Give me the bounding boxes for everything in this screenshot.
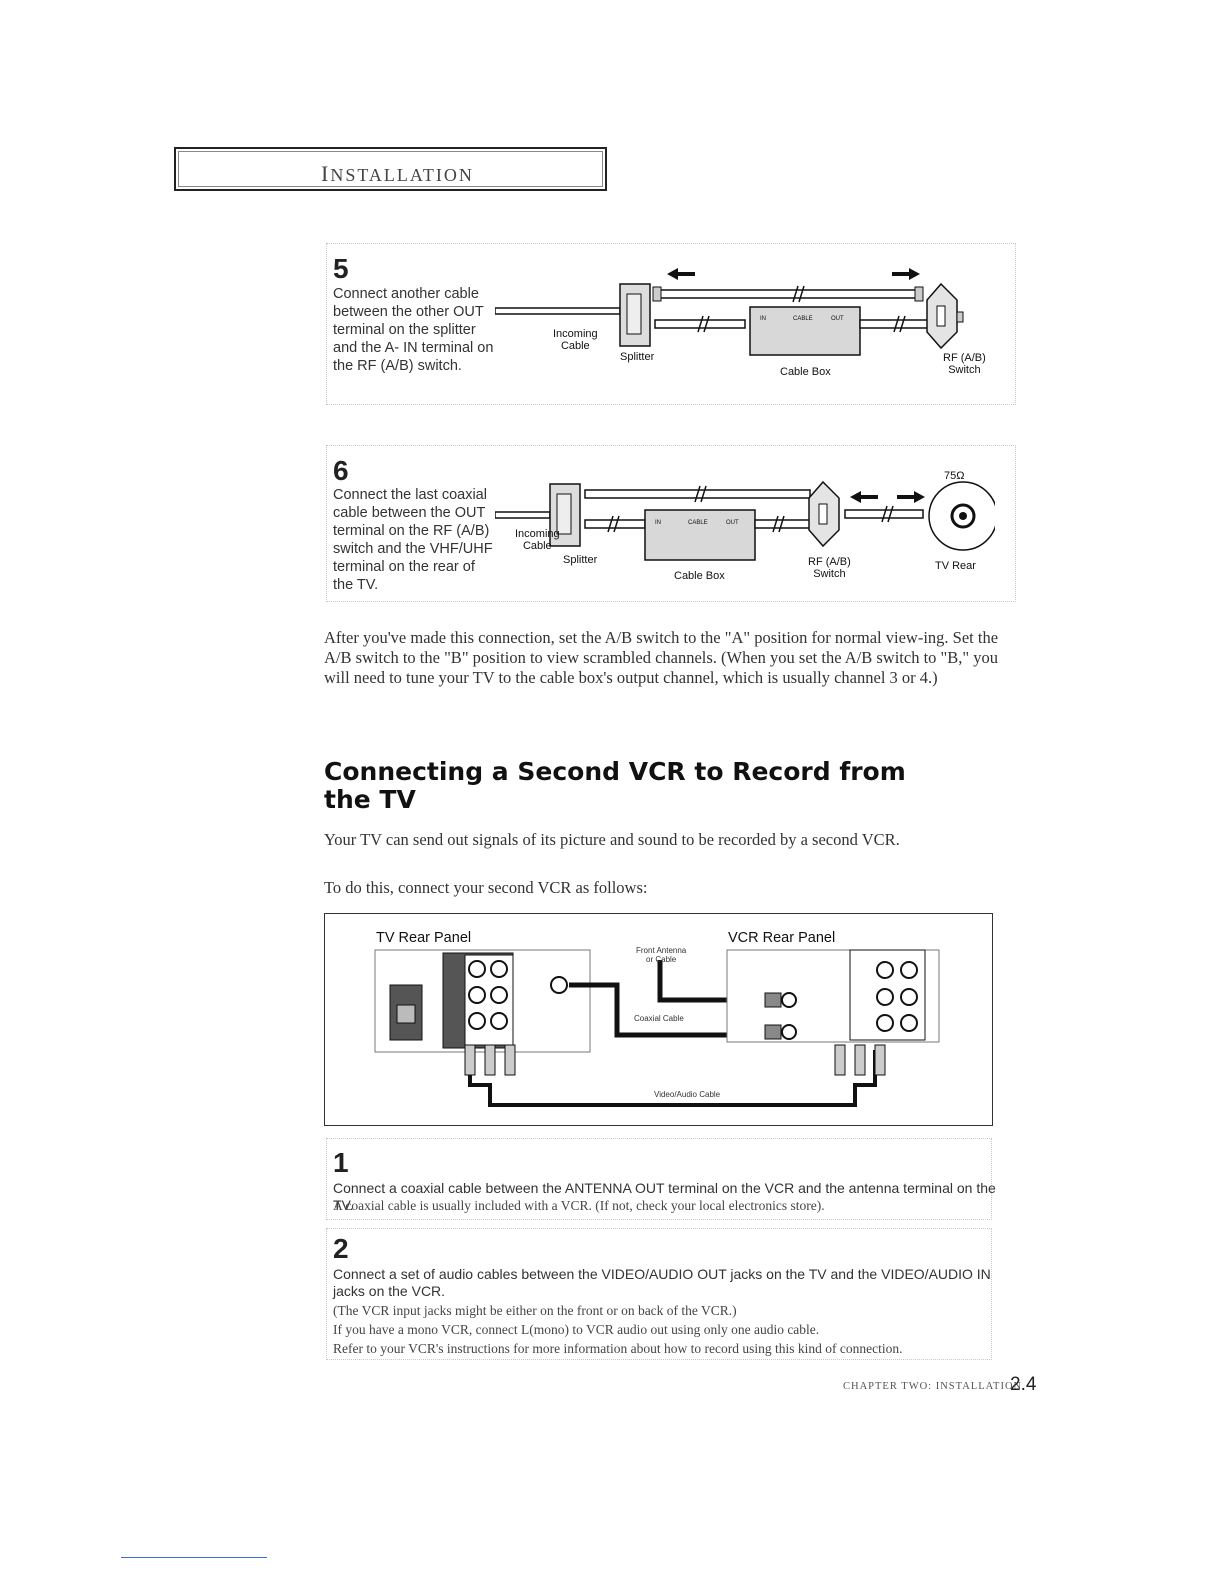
coaxial-cable-path (569, 982, 765, 1038)
step6-incoming-cable (495, 511, 551, 519)
coaxial-cable-label: Coaxial Cable (634, 1014, 684, 1023)
intro-paragraph-1: Your TV can send out signals of its pict… (324, 830, 900, 849)
step5-cable-box (749, 306, 861, 356)
step5-incoming-cable (495, 307, 621, 315)
bottom-step2-main: Connect a set of audio cables between th… (333, 1266, 991, 1299)
step6-panel (326, 445, 1016, 602)
step6-label-cable-box: Cable Box (674, 570, 725, 582)
bottom-step2-note-1: (The VCR input jacks might be either on … (333, 1303, 737, 1318)
step5-right-arrow-icon (892, 268, 920, 280)
vcr-rear-panel-label: VCR Rear Panel (728, 930, 836, 946)
svg-text:IN: IN (760, 316, 766, 322)
svg-text:CABLE: CABLE (793, 316, 813, 322)
step6-diagram: IN CABLE OUT (495, 480, 995, 561)
svg-text:IN: IN (655, 520, 661, 526)
intro-paragraph-2: To do this, connect your second VCR as f… (324, 878, 648, 897)
step5-left-arrow-icon (667, 268, 695, 280)
after-connection-paragraph: After you've made this connection, set t… (324, 628, 999, 687)
vcr-connection-diagram (374, 949, 940, 1107)
vcr-antenna-out-terminal (781, 1024, 797, 1040)
svg-text:CABLE: CABLE (688, 520, 708, 526)
video-audio-cable-label: Video/Audio Cable (654, 1090, 721, 1099)
step6-label-tv-rear: TV Rear (935, 560, 976, 572)
vcr-antenna-in-terminal (781, 992, 797, 1008)
step5-diagram: IN CABLE OUT (495, 268, 964, 356)
step6-right-arrow-icon (897, 491, 925, 503)
bottom-step1-note-1: A coaxial cable is usually included with… (333, 1198, 825, 1213)
header-inner-frame (178, 151, 603, 187)
step6-left-arrow-icon (850, 491, 878, 503)
front-antenna-label: Front Antenna or Cable (636, 946, 687, 964)
step5-label-splitter: Splitter (620, 351, 655, 363)
bottom-step2-number: 2 (333, 1233, 349, 1264)
step6-text: Connect the last coaxial cable between t… (333, 487, 493, 593)
svg-text:OUT: OUT (831, 316, 844, 322)
section-heading: Connecting a Second VCR to Record from t… (324, 757, 906, 814)
step6-label-ohm: 75Ω (944, 470, 965, 482)
video-audio-cable-path (468, 1050, 877, 1107)
bottom-step2-panel (326, 1228, 992, 1360)
section-header-box: INSTALLATION (174, 147, 607, 191)
step5-upper-cable (654, 289, 921, 299)
footer-page-number: 2.4 (1010, 1374, 1037, 1395)
step5-panel (326, 243, 1016, 405)
section-header-title: INSTALLATION (321, 161, 474, 186)
bottom-step2-note-2: If you have a mono VCR, connect L(mono) … (333, 1322, 820, 1337)
bottom-step1-number: 1 (333, 1147, 349, 1178)
step6-number: 6 (333, 455, 349, 486)
tv-rear-panel-label: TV Rear Panel (376, 930, 472, 946)
bottom-step2-note-3: Refer to your VCR's instructions for mor… (333, 1341, 903, 1356)
step6-label-rf-switch: RF (A/B) Switch (808, 556, 851, 580)
footer-chapter: CHAPTER TWO: INSTALLATION (843, 1381, 1023, 1392)
step5-label-incoming: Incoming Cable (553, 328, 598, 352)
step6-label-splitter: Splitter (563, 554, 598, 566)
step6-cable-box (644, 509, 756, 561)
vcr-connection-figure (324, 913, 993, 1126)
step5-text: Connect another cable between the other … (333, 286, 494, 374)
step6-label-incoming: Incoming Cable (515, 528, 560, 552)
step5-label-cable-box: Cable Box (780, 366, 831, 378)
step5-number: 5 (333, 253, 349, 284)
bottom-step1-panel (326, 1138, 992, 1220)
bottom-step1-main: Connect a coaxial cable between the ANTE… (333, 1180, 996, 1213)
svg-text:OUT: OUT (726, 520, 739, 526)
tv-antenna-terminal (550, 976, 568, 994)
footnote-divider (121, 1557, 267, 1558)
step5-label-rf-switch: RF (A/B) Switch (943, 352, 986, 376)
